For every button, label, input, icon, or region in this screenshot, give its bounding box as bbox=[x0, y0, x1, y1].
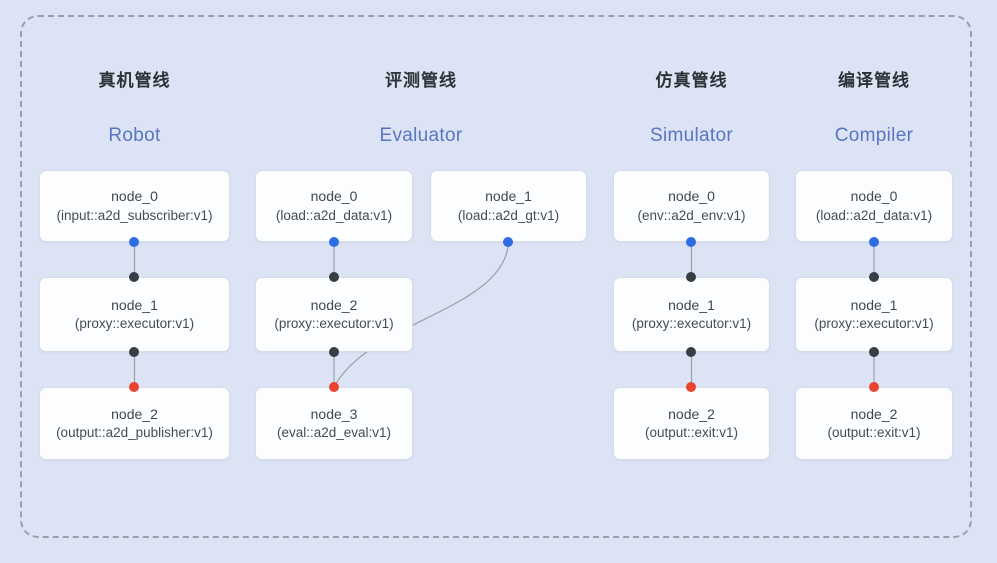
port-dot-black-icon bbox=[329, 272, 339, 282]
node-subtitle: (output::exit:v1) bbox=[644, 425, 739, 441]
port-dot-black-icon bbox=[329, 347, 339, 357]
node-subtitle: (load::a2d_data:v1) bbox=[815, 207, 933, 223]
node-title: node_1 bbox=[485, 188, 532, 204]
node-evaluator-0: node_0 (load::a2d_data:v1) bbox=[255, 170, 413, 242]
node-subtitle: (input::a2d_subscriber:v1) bbox=[56, 207, 213, 223]
node-compiler-0: node_0 (load::a2d_data:v1) bbox=[795, 170, 953, 242]
node-title: node_1 bbox=[111, 296, 158, 313]
port-dot-red-icon bbox=[686, 382, 696, 392]
port-dot-blue-icon bbox=[129, 237, 139, 247]
node-title: node_1 bbox=[850, 296, 898, 313]
port-dot-black-icon bbox=[869, 272, 879, 282]
node-subtitle: (load::a2d_data:v1) bbox=[275, 207, 393, 223]
node-robot-2: node_2 (output::a2d_publisher:v1) bbox=[39, 387, 230, 460]
node-title: node_0 bbox=[111, 188, 158, 204]
node-subtitle: (proxy::executor:v1) bbox=[631, 316, 752, 332]
node-subtitle: (proxy::executor:v1) bbox=[74, 316, 195, 332]
dashed-border-frame bbox=[20, 15, 972, 538]
node-subtitle: (eval::a2d_eval:v1) bbox=[276, 425, 392, 441]
pipeline-title-zh-compiler: 编译管线 bbox=[838, 71, 910, 90]
port-dot-blue-icon bbox=[503, 237, 513, 247]
node-subtitle: (load::a2d_gt:v1) bbox=[457, 207, 560, 223]
node-title: node_1 bbox=[668, 296, 715, 313]
pipeline-title-zh-robot: 真机管线 bbox=[98, 71, 171, 90]
node-subtitle: (output::exit:v1) bbox=[827, 425, 921, 441]
port-dot-blue-icon bbox=[329, 237, 339, 247]
port-dot-red-icon bbox=[129, 382, 139, 392]
node-robot-1: node_1 (proxy::executor:v1) bbox=[39, 277, 230, 352]
node-simulator-0: node_0 (env::a2d_env:v1) bbox=[613, 170, 770, 242]
pipeline-title-zh-simulator: 仿真管线 bbox=[655, 71, 728, 90]
pipeline-title-en-compiler: Compiler bbox=[834, 125, 914, 146]
node-evaluator-2: node_2 (proxy::executor:v1) bbox=[255, 277, 413, 352]
node-title: node_3 bbox=[310, 405, 358, 422]
port-dot-black-icon bbox=[869, 347, 879, 357]
port-dot-black-icon bbox=[129, 347, 139, 357]
node-title: node_2 bbox=[668, 405, 715, 422]
port-dot-blue-icon bbox=[869, 237, 879, 247]
node-title: node_0 bbox=[668, 188, 715, 204]
port-dot-blue-icon bbox=[686, 237, 696, 247]
pipeline-title-zh-evaluator: 评测管线 bbox=[385, 71, 457, 90]
pipeline-title-en-robot: Robot bbox=[108, 125, 161, 146]
pipeline-title-en-simulator: Simulator bbox=[650, 125, 733, 146]
node-subtitle: (env::a2d_env:v1) bbox=[637, 207, 746, 223]
node-evaluator-1: node_1 (load::a2d_gt:v1) bbox=[430, 170, 587, 242]
node-subtitle: (proxy::executor:v1) bbox=[274, 316, 394, 332]
port-dot-red-icon bbox=[329, 382, 339, 392]
node-simulator-2: node_2 (output::exit:v1) bbox=[613, 387, 770, 460]
node-subtitle: (proxy::executor:v1) bbox=[814, 316, 934, 332]
node-title: node_2 bbox=[310, 296, 358, 313]
node-compiler-2: node_2 (output::exit:v1) bbox=[795, 387, 953, 460]
node-title: node_0 bbox=[310, 188, 358, 204]
node-compiler-1: node_1 (proxy::executor:v1) bbox=[795, 277, 953, 352]
edge-eval-n1-n3-curve bbox=[333, 241, 510, 388]
port-dot-black-icon bbox=[129, 272, 139, 282]
node-title: node_0 bbox=[850, 188, 898, 204]
node-robot-0: node_0 (input::a2d_subscriber:v1) bbox=[39, 170, 230, 242]
port-dot-black-icon bbox=[686, 347, 696, 357]
port-dot-black-icon bbox=[686, 272, 696, 282]
pipeline-title-en-evaluator: Evaluator bbox=[379, 125, 463, 146]
node-evaluator-3: node_3 (eval::a2d_eval:v1) bbox=[255, 387, 413, 460]
node-subtitle: (output::a2d_publisher:v1) bbox=[56, 425, 213, 441]
node-title: node_2 bbox=[111, 405, 158, 422]
port-dot-red-icon bbox=[869, 382, 879, 392]
node-title: node_2 bbox=[850, 405, 898, 422]
node-simulator-1: node_1 (proxy::executor:v1) bbox=[613, 277, 770, 352]
